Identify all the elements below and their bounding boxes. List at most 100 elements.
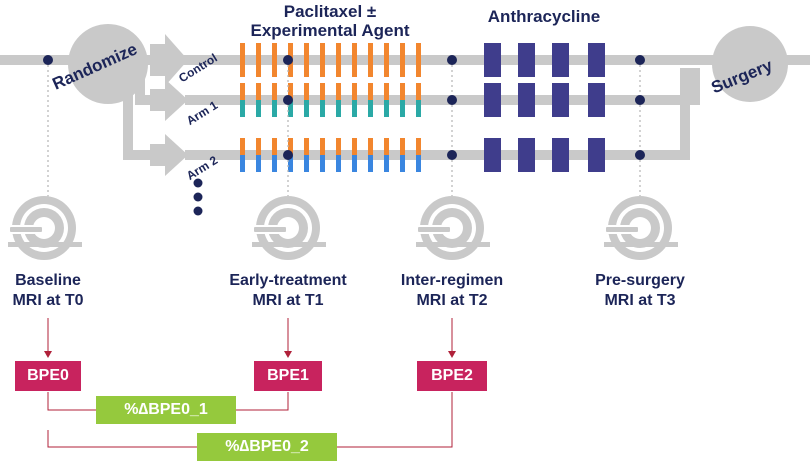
dose-marks: [240, 43, 605, 172]
paclitaxel-dose-arm1: [336, 83, 341, 100]
t3-dot-control: [635, 55, 645, 65]
mri-scanner-icon: [6, 196, 82, 260]
agent-dose-arm1: [336, 100, 341, 117]
control-arrow: [150, 34, 188, 86]
mri-label-line2: MRI at T0: [12, 292, 84, 309]
paclitaxel-dose-arm2: [352, 138, 357, 155]
t3-dot-arm1: [635, 95, 645, 105]
arm2-arrow: [150, 134, 188, 176]
agent-dose-control: [272, 60, 277, 77]
paclitaxel-dose-arm1: [288, 83, 293, 100]
agent-dose-arm1: [352, 100, 357, 117]
agent-dose-arm1: [272, 100, 277, 117]
mri-label-line2: MRI at T1: [252, 292, 324, 309]
agent-dose-control: [368, 60, 373, 77]
paclitaxel-dose-arm2: [416, 138, 421, 155]
paclitaxel-dose-arm1: [272, 83, 277, 100]
arm2-merge: [670, 68, 690, 160]
t2-dot-control: [447, 55, 457, 65]
mri-label-line2: MRI at T3: [604, 292, 676, 309]
paclitaxel-dose-arm2: [384, 138, 389, 155]
mri-label-line1: Pre-surgery: [595, 272, 685, 289]
agent-dose-control: [304, 60, 309, 77]
paclitaxel-dose-arm2: [336, 138, 341, 155]
paclitaxel-dose-control: [240, 43, 245, 60]
anthracycline-title: Anthracycline: [488, 7, 600, 26]
paclitaxel-dose-control: [256, 43, 261, 60]
paclitaxel-dose-control: [368, 43, 373, 60]
mri-scanner-icon: [414, 196, 490, 260]
paclitaxel-dose-arm2: [368, 138, 373, 155]
anthracycline-dose-arm1: [484, 83, 501, 117]
paclitaxel-dose-control: [304, 43, 309, 60]
agent-dose-arm2: [336, 155, 341, 172]
anthracycline-dose-control: [552, 43, 569, 77]
agent-dose-arm1: [256, 100, 261, 117]
anthracycline-dose-arm2: [518, 138, 535, 172]
arm2-track: [185, 150, 675, 160]
paclitaxel-dose-arm1: [304, 83, 309, 100]
anthracycline-dose-arm1: [588, 83, 605, 117]
surgery-circle: [712, 26, 788, 102]
anthracycline-dose-control: [588, 43, 605, 77]
delta-bpe0-2-box: %∆BPE0_2: [197, 433, 337, 461]
anthracycline-dose-arm2: [588, 138, 605, 172]
agent-dose-arm2: [384, 155, 389, 172]
paclitaxel-dose-arm1: [320, 83, 325, 100]
anthracycline-dose-control: [484, 43, 501, 77]
agent-dose-control: [352, 60, 357, 77]
agent-dose-arm1: [368, 100, 373, 117]
anthracycline-dose-arm2: [552, 138, 569, 172]
paclitaxel-dose-arm1: [416, 83, 421, 100]
agent-dose-arm1: [304, 100, 309, 117]
paclitaxel-dose-arm2: [288, 138, 293, 155]
bpe1-arrowhead: [284, 351, 292, 358]
bpe0-arrowhead: [44, 351, 52, 358]
bpe2-box: BPE2: [417, 361, 487, 391]
anthracycline-dose-arm1: [552, 83, 569, 117]
anthracycline-dose-control: [518, 43, 535, 77]
delta-bpe0-1-box: %∆BPE0_1: [96, 396, 236, 424]
paclitaxel-dose-arm2: [304, 138, 309, 155]
agent-dose-arm2: [304, 155, 309, 172]
agent-dose-control: [336, 60, 341, 77]
agent-dose-arm1: [400, 100, 405, 117]
bpe2-arrowhead: [448, 351, 456, 358]
agent-dose-arm2: [416, 155, 421, 172]
agent-dose-control: [288, 60, 293, 77]
t2-dot-arm1: [447, 95, 457, 105]
mri-label-line1: Baseline: [15, 272, 81, 289]
t2-dot-arm2: [447, 150, 457, 160]
agent-dose-arm2: [272, 155, 277, 172]
paclitaxel-dose-arm1: [384, 83, 389, 100]
agent-dose-arm1: [416, 100, 421, 117]
bpe1-box: BPE1: [254, 361, 322, 391]
agent-dose-arm2: [400, 155, 405, 172]
mri-label-line2: MRI at T2: [416, 292, 488, 309]
agent-dose-arm2: [320, 155, 325, 172]
paclitaxel-dose-control: [416, 43, 421, 60]
paclitaxel-dose-control: [400, 43, 405, 60]
paclitaxel-dose-arm1: [256, 83, 261, 100]
agent-dose-arm1: [240, 100, 245, 117]
paclitaxel-title-line1: Paclitaxel ±: [284, 2, 377, 21]
paclitaxel-dose-arm2: [256, 138, 261, 155]
agent-dose-arm1: [288, 100, 293, 117]
paclitaxel-dose-arm1: [400, 83, 405, 100]
agent-dose-control: [320, 60, 325, 77]
t1-dot-arm1: [283, 95, 293, 105]
paclitaxel-title-line2: Experimental Agent: [250, 21, 409, 40]
t3-dot-arm2: [635, 150, 645, 160]
anthracycline-dose-arm1: [518, 83, 535, 117]
paclitaxel-dose-arm1: [240, 83, 245, 100]
mri-label-t1: Early-treatment MRI at T1: [218, 271, 358, 311]
mri-label-t0: Baseline MRI at T0: [0, 271, 118, 311]
bpe0-box: BPE0: [15, 361, 81, 391]
agent-dose-control: [416, 60, 421, 77]
agent-dose-arm2: [256, 155, 261, 172]
agent-dose-control: [384, 60, 389, 77]
mri-label-t3: Pre-surgery MRI at T3: [570, 271, 710, 311]
randomize-circle: [68, 24, 148, 104]
paclitaxel-dose-control: [288, 43, 293, 60]
